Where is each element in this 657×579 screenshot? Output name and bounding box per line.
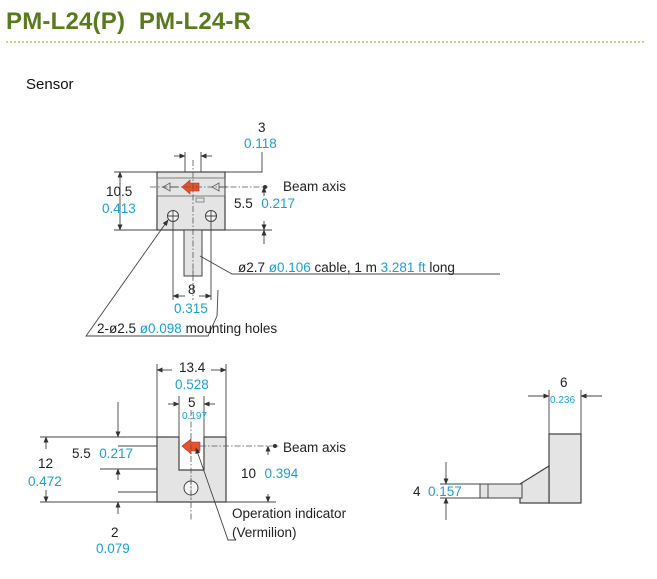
dim-6-mm: 6 (560, 375, 568, 390)
mounting-holes-callout: 2-ø2.5 ø0.098 mounting holes (97, 321, 277, 336)
holes-post: mounting holes (182, 321, 278, 336)
beam-axis-label-top: Beam axis (283, 179, 346, 194)
dim-axis-top-mm: 5.5 (234, 196, 253, 211)
dim-6-in: 0.236 (550, 395, 575, 406)
indicator-label-2: (Vermilion) (232, 525, 297, 540)
dim-10-in: 0.394 (264, 466, 298, 481)
title-divider (6, 41, 644, 43)
side-view: 6 0.236 4 0.157 (413, 375, 602, 520)
beam-axis-label-front: Beam axis (283, 440, 346, 455)
dim-width-in: 0.528 (175, 377, 209, 392)
dim-height-mm: 10.5 (106, 184, 132, 199)
dim-4-mm: 4 (413, 484, 421, 499)
cable-post: long (426, 260, 455, 275)
dim-2-mm: 2 (111, 525, 119, 540)
dim-4-in: 0.157 (428, 484, 462, 499)
cable-size-in: ø0.106 (269, 260, 311, 275)
dim-4: 4 0.157 (413, 483, 462, 500)
dim-slot-mm: 5 (188, 395, 196, 410)
dim-axis-top: 5.5 0.217 (234, 195, 295, 212)
section-label: Sensor (26, 76, 74, 93)
dim-pitch-in: 0.315 (174, 301, 208, 316)
side-view-body (548, 433, 582, 504)
cable-size-mm: ø2.7 (238, 260, 269, 275)
dim-top-mm: 3 (258, 120, 266, 135)
top-view: 3 0.118 10.5 0.413 Beam axis 5.5 0.217 ø… (85, 120, 500, 337)
front-view: 13.4 0.528 5 0.197 12 0.472 5.5 0.217 2 … (28, 360, 347, 556)
dim-axis-front: 5.5 0.217 (72, 445, 133, 462)
dim-top-in: 0.118 (244, 136, 277, 151)
dim-slot-in: 0.197 (182, 411, 207, 422)
dim-height-in: 0.413 (102, 201, 136, 216)
cable-mid: cable, 1 m (311, 260, 381, 275)
dim-axis-front-in: 0.217 (99, 446, 133, 461)
dim-10: 10 0.394 (241, 465, 299, 482)
dim-axis-front-mm: 5.5 (72, 446, 91, 461)
dim-width-mm: 13.4 (179, 360, 206, 375)
dim-height-front-in: 0.472 (28, 474, 62, 489)
cable-length-in: 3.281 ft (381, 260, 426, 275)
holes-size-in: ø0.098 (140, 321, 182, 336)
dim-10-mm: 10 (241, 466, 256, 481)
indicator-label-1: Operation indicator (232, 506, 347, 521)
dim-height-front-mm: 12 (38, 456, 53, 471)
dim-2-in: 0.079 (96, 541, 130, 556)
dim-axis-top-in: 0.217 (261, 196, 295, 211)
page-title: PM-L24(P) PM-L24-R (6, 8, 252, 35)
cable-callout: ø2.7 ø0.106 cable, 1 m 3.281 ft long (238, 260, 455, 275)
dim-pitch-mm: 8 (188, 282, 196, 297)
holes-count-mm: 2-ø2.5 (97, 321, 140, 336)
